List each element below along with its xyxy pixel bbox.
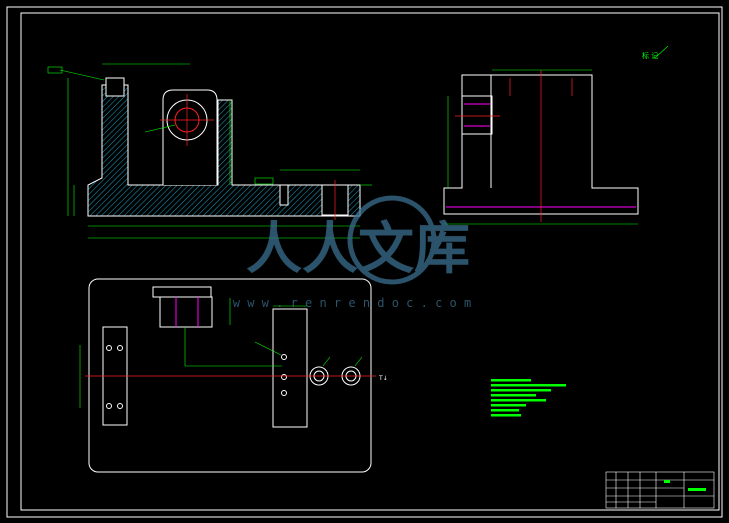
bolt-slot-top <box>105 77 125 97</box>
note-line-6 <box>491 404 526 407</box>
top-view-lug <box>159 296 213 328</box>
surface-finish-box <box>254 177 274 185</box>
watermark-logo-ring <box>347 195 437 285</box>
hole-left-bottom-b <box>117 403 123 409</box>
title-block-frame <box>605 471 715 509</box>
hole-slot-2 <box>281 374 287 380</box>
note-line-5 <box>491 399 546 402</box>
title-block-name-fill <box>688 488 706 491</box>
top-right-note-leader <box>654 45 669 59</box>
side-view: 标 记 <box>443 45 669 225</box>
top-view-slot-block <box>272 308 308 428</box>
sheet-inner-border <box>20 12 720 511</box>
base-slot-1 <box>279 184 289 206</box>
top-right-note: 标 记 <box>642 51 658 60</box>
note-line-2 <box>491 384 566 387</box>
section-mark: T↓ <box>378 375 388 382</box>
technical-notes <box>491 379 566 417</box>
hole-left-bottom-a <box>106 403 112 409</box>
hole-left-top-b <box>117 345 123 351</box>
note-line-8 <box>491 414 521 417</box>
sheet-outer-border <box>6 6 723 518</box>
title-block-mark-fill <box>664 480 670 483</box>
watermark-url: w w w . r e n r e n d o c . c o m <box>233 296 471 310</box>
top-view-lug-cap <box>152 286 212 298</box>
title-block <box>605 471 715 509</box>
watermark-text: 人人文库 <box>246 217 470 282</box>
hole-slot-3 <box>281 390 287 396</box>
note-line-1 <box>491 379 531 382</box>
top-view: T↓ <box>79 278 388 473</box>
top-view-plate <box>88 278 372 473</box>
hole-slot-1 <box>281 354 287 360</box>
front-view <box>47 63 372 239</box>
leader-bore <box>144 124 176 133</box>
front-view-body <box>87 84 361 217</box>
hole-left-top-a <box>106 345 112 351</box>
leader-slot-hole <box>254 341 282 356</box>
watermark: 人人文库 w w w . r e n r e n d o c . c o m <box>233 195 471 310</box>
leader-bore-1 <box>322 356 331 367</box>
dim-label-box <box>47 66 63 74</box>
note-line-3 <box>491 389 551 392</box>
front-view-lug <box>162 89 218 185</box>
leader-bore-2 <box>354 356 363 367</box>
note-line-7 <box>491 409 519 412</box>
leader-top <box>59 69 105 81</box>
side-view-bore <box>461 95 493 135</box>
note-line-4 <box>491 394 536 397</box>
